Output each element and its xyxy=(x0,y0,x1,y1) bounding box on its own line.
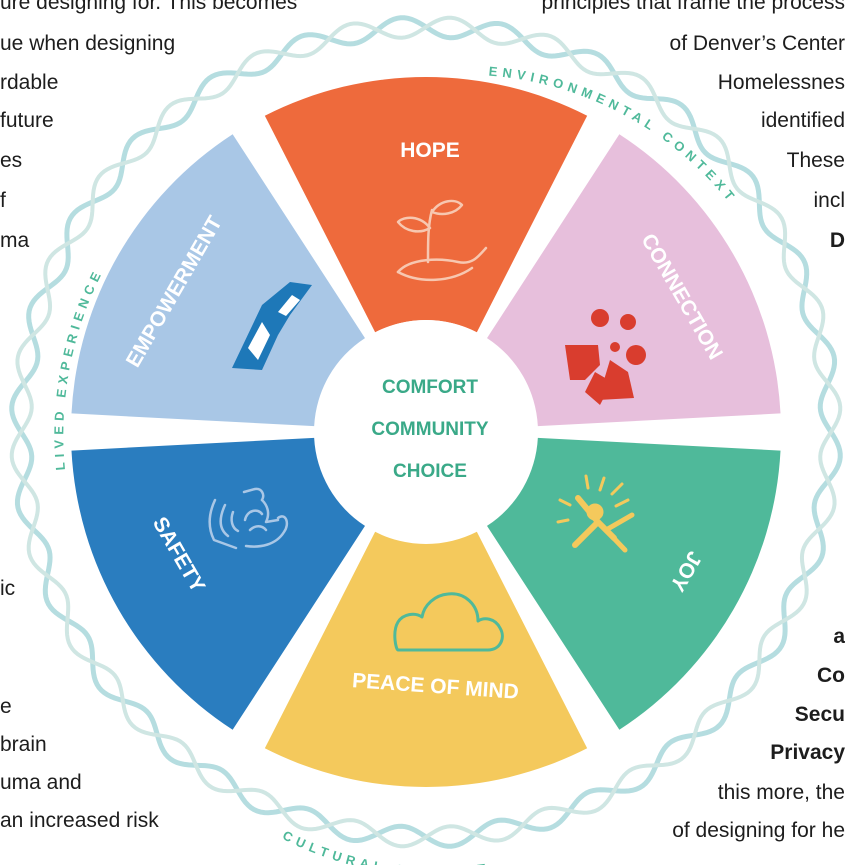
segment-empowerment xyxy=(71,134,366,427)
center-hub xyxy=(316,320,536,540)
left-paragraph-line-9: e xyxy=(0,695,12,718)
right-paragraph-line-13: of designing for he xyxy=(672,819,845,842)
right-paragraph-line-4: identified xyxy=(760,109,845,132)
center-line-1: COMFORT xyxy=(382,377,478,398)
right-paragraph-line-8: a xyxy=(833,625,845,648)
sprout-hand-icon xyxy=(396,199,488,282)
wheel-segments xyxy=(71,77,781,787)
right-paragraph-line-11: Privacy xyxy=(770,741,845,764)
segment-safety xyxy=(71,437,366,730)
left-paragraph-line-8: ic xyxy=(0,577,16,600)
left-paragraph-line-5: es xyxy=(0,149,23,172)
left-paragraph-line-4: future xyxy=(0,109,54,132)
right-paragraph-line-12: this more, the xyxy=(717,781,845,804)
segment-joy xyxy=(486,437,781,730)
left-paragraph-line-1: ure designing for. This becomes xyxy=(0,0,298,14)
cloud-icon xyxy=(393,592,504,652)
segment-label-hope: HOPE xyxy=(400,139,460,162)
right-paragraph-line-1: principles that frame the process xyxy=(541,0,845,14)
center-line-2: COMMUNITY xyxy=(371,419,488,440)
left-paragraph-line-11: uma and xyxy=(0,771,82,794)
celebrating-person-icon xyxy=(556,474,635,553)
wavy-border xyxy=(9,15,843,849)
segment-peace-of-mind xyxy=(264,531,588,787)
right-paragraph-line-7: D xyxy=(829,229,845,252)
segment-connection xyxy=(486,134,781,427)
center-line-3: CHOICE xyxy=(393,461,467,482)
wavy-border-inner xyxy=(9,15,843,849)
people-icon xyxy=(565,309,646,405)
left-paragraph-line-3: rdable xyxy=(0,71,59,94)
left-paragraph-line-12: an increased risk xyxy=(0,809,159,832)
right-paragraph-line-5: These xyxy=(786,149,845,172)
right-paragraph-line-2: of Denver’s Center xyxy=(669,32,845,55)
right-paragraph-line-9: Co xyxy=(817,664,845,687)
left-paragraph-line-2: ue when designing xyxy=(0,32,176,55)
left-paragraph-line-10: brain xyxy=(0,733,47,756)
segment-hope xyxy=(264,77,588,333)
holding-hands-icon xyxy=(208,487,289,550)
left-paragraph-line-6: f xyxy=(0,189,6,212)
mountain-icon xyxy=(232,282,312,370)
right-paragraph-line-10: Secu xyxy=(794,703,845,726)
right-paragraph-line-6: incl xyxy=(813,189,845,212)
left-paragraph-line-7: ma xyxy=(0,229,30,252)
right-paragraph-line-3: Homelessnes xyxy=(717,71,845,94)
